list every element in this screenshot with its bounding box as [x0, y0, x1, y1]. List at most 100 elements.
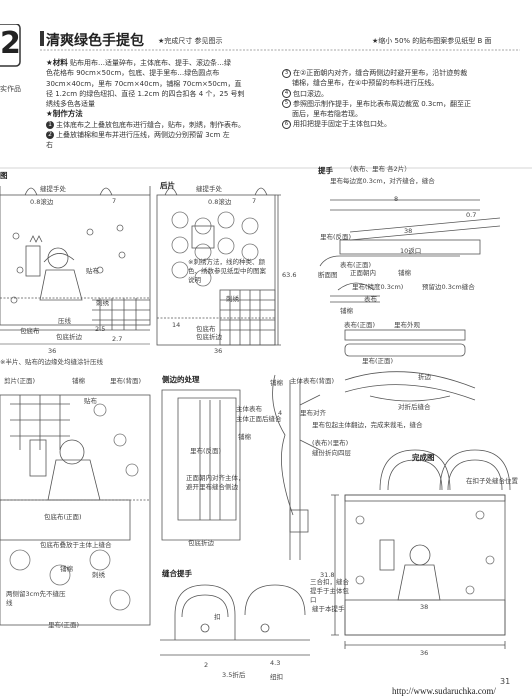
side-label: 4 — [278, 409, 283, 417]
method-step: 右 — [46, 140, 245, 150]
page-number: 31 — [500, 677, 511, 686]
handle-label: 里布(反面) — [320, 233, 352, 241]
side-label: 主体表布(背面) — [290, 377, 335, 385]
back-label-item: 36 — [214, 347, 223, 355]
step-text: 面后，里布若隐若现。 — [292, 110, 362, 119]
front-label-item: 贴布 — [86, 267, 99, 275]
back-label-item: 包底布 — [196, 325, 216, 333]
side-label: 铺棉 — [270, 379, 283, 387]
back-label-item: 0.8滚边 — [208, 198, 232, 206]
sew-handle-label: 3.5折后 — [222, 671, 246, 679]
handle-label: 断面图 — [318, 271, 338, 279]
step-text: 主体底布之上叠放包底布进行缝合，贴布，刺绣，制作表布。 — [56, 120, 245, 129]
front-label-item: 刺绣 — [96, 299, 109, 307]
sew-handle-label: 4.3 — [270, 659, 281, 667]
finished-label: 38 — [420, 603, 429, 611]
back-height: 63.6 — [282, 271, 297, 279]
step-number: 3 — [282, 68, 291, 78]
handle-label: 里布(精度0.3cm) — [352, 283, 404, 291]
front-label: 图 — [0, 171, 8, 180]
handle-label: 正面朝内 — [350, 269, 376, 277]
back-label-item: 刺绣 — [226, 295, 239, 303]
bl-label: 包底布叠放于主体上缝合 — [40, 541, 112, 549]
page-title: 清爽绿色手提包 — [46, 33, 144, 49]
side-title: 侧边的处理 — [162, 375, 200, 384]
bl-label: 里布(背面) — [110, 377, 142, 385]
back-label-item: 7 — [252, 197, 257, 205]
front-caption: ※半片、贴布的边缘处均缝涂针压线 — [0, 358, 103, 366]
finished-label: 36 — [420, 649, 429, 657]
finished-label: 三合扣，缝合提手于主体包口 — [310, 578, 349, 604]
side-label: 主体表布 — [236, 405, 262, 413]
materials-line: 色花格布 90cm×50cm，包底、提手里布…绿色圆点布 — [46, 69, 220, 78]
finished-label: 31.8 — [320, 571, 335, 579]
sew-handle-title: 缝合提手 — [162, 569, 192, 578]
step-text: 包口滚边。 — [293, 89, 328, 98]
bl-label: 贴布 — [84, 397, 97, 405]
bl-label: 剪片(正面) — [4, 377, 36, 385]
side-label: 里布包起主体翻边，完成来裁毛，缝合 — [312, 421, 423, 429]
bl-label: 铺棉 — [60, 565, 73, 573]
side-label: (表布)(里布) — [312, 439, 349, 447]
handle-label: 里布(正面) — [362, 357, 394, 365]
front-label-item: 2.5 — [95, 325, 106, 333]
handle-label: 表布(正面) — [344, 321, 376, 329]
handle-label: 里布外观 — [394, 321, 420, 329]
handle-label: 铺棉 — [340, 307, 353, 315]
side-caption: 实作品 — [0, 85, 21, 93]
finished-label: 在扣子处缝合位置 — [466, 477, 518, 485]
step-text: 右 — [46, 141, 53, 150]
back-label-item: 缝提手处 — [196, 185, 222, 193]
side-label: 里布对齐 — [300, 409, 326, 417]
scale-note: ★缩小 50% 的贴布图案参见纸型 B 面 — [372, 37, 492, 45]
step-number: 1 — [46, 120, 54, 129]
source-url[interactable]: http://www.sudaruchka.com/ — [392, 686, 496, 696]
finished-label: 缝于本提手 — [312, 605, 345, 613]
back-label-item: 包底折边 — [196, 333, 222, 341]
back-note: ※刺绣方法，线的种类、颜色、绣数参见纸型中的图案说明 — [188, 258, 266, 284]
materials-line: 径 1.2cm 的绿色纽扣、直径 1.2cm 的四合扣各 4 个，25 号刺 — [46, 89, 245, 98]
chapter-number-badge — [0, 24, 21, 67]
step-number: 2 — [46, 131, 54, 140]
handle-label: 10返口 — [400, 247, 422, 255]
front-label-item: 2.7 — [112, 335, 123, 343]
sew-handle-label: 扣 — [214, 613, 221, 621]
bl-label: 铺棉 — [72, 377, 85, 385]
step-text: 上叠放铺棉和里布并进行压线，两侧边分别预留 3cm 左 — [56, 131, 230, 140]
step-text: 铺棉，缝合里布，在④中预留的布料进行压线。 — [292, 79, 439, 88]
handle-note: 里布每边宽0.3cm，对齐缝合，缝合 — [330, 177, 435, 185]
front-label-item: 缝提手处 — [40, 185, 66, 193]
side-label: 包底折边 — [188, 539, 214, 547]
method-heading: ★制作方法 — [46, 109, 83, 119]
step-text: 参照图示制作提手，里布比表布周边裁宽 0.3cm，翻至正 — [293, 99, 472, 108]
handle-label: 铺棉 — [398, 269, 411, 277]
handle-title: 提手 — [318, 166, 333, 175]
handle-label: 折边 — [418, 373, 431, 381]
bl-label: 包底布(正面) — [44, 513, 82, 521]
handle-dim: 38 — [404, 227, 413, 235]
front-label-item: 包底折边 — [56, 333, 82, 341]
sew-handle-label: 2 — [204, 661, 209, 669]
front-label-item: 7 — [112, 197, 117, 205]
finished-title: 完成图 — [412, 453, 435, 462]
back-label: 后片 — [160, 181, 175, 190]
sew-handle-label: 纽扣 — [270, 673, 283, 681]
front-label-item: 压线 — [58, 317, 71, 325]
handle-dim: 0.7 — [466, 211, 477, 219]
handle-dim: 8 — [394, 195, 399, 203]
handle-label: 预留边0.3cm缝合 — [422, 283, 475, 291]
front-label-item: 包底布 — [20, 327, 40, 335]
materials-line: 绣线多色各适量 — [46, 100, 95, 109]
materials-block: ★材料 贴布用布…适量碎布，主体底布、提手、滚边条…绿 色花格布 90cm×50… — [46, 58, 245, 151]
side-label: 正面朝内对齐主体，避开里布缝合侧边 — [186, 474, 245, 491]
side-label: 缝份折向四层 — [312, 449, 351, 457]
side-label: 里布(反面) — [190, 447, 222, 455]
materials-heading: ★材料 — [46, 58, 68, 67]
side-label: 铺棉 — [238, 433, 251, 441]
handle-label: 表布 — [364, 295, 377, 303]
bl-label: 两侧留3cm先不缝压线 — [6, 590, 66, 607]
handle-title-note: （表布、里布 各2片） — [346, 165, 411, 173]
